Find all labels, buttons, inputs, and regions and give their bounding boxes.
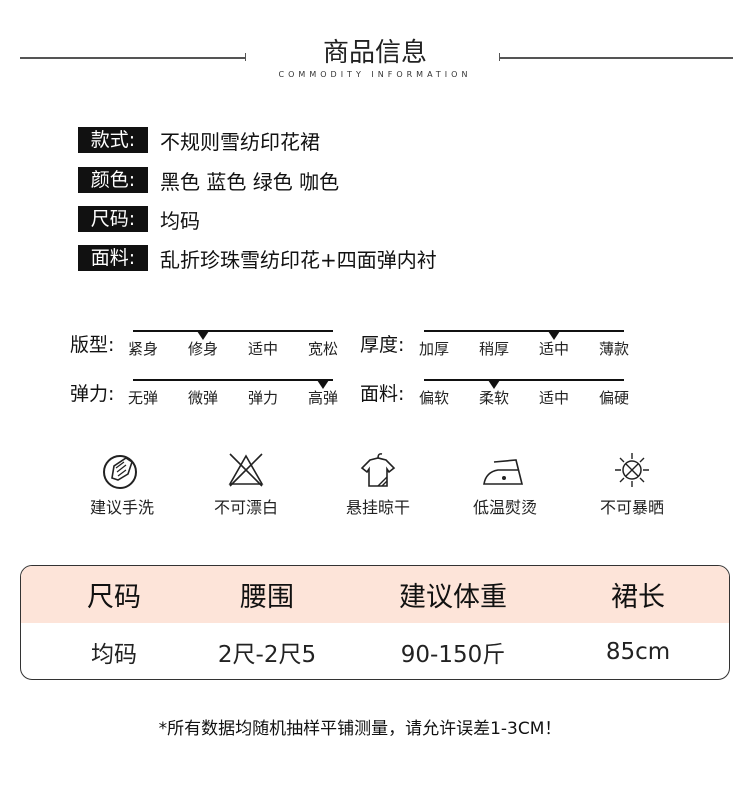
- spec-label: 款式:: [78, 127, 148, 153]
- hang-dry-icon: [360, 453, 396, 487]
- scale-label: 面料:: [360, 383, 405, 405]
- spec-value: 均码: [160, 208, 200, 233]
- scale-option: 紧身: [127, 340, 158, 358]
- care-no-sun: 不可暴晒: [572, 450, 692, 518]
- spec-value: 黑色 蓝色 绿色 咖色: [160, 169, 340, 194]
- scale-marker-icon: [488, 380, 500, 389]
- cell-weight: 90-150斤: [400, 641, 506, 668]
- spec-label: 面料:: [78, 245, 148, 271]
- no-bleach-icon: [228, 453, 264, 487]
- spec-color: 颜色: 黑色 蓝色 绿色 咖色: [78, 167, 340, 194]
- scale-line: [133, 379, 333, 381]
- table-row: 均码 2尺-2尺5 90-150斤 85cm: [21, 623, 729, 679]
- scale-line: [424, 379, 624, 381]
- spec-style: 款式: 不规则雪纺印花裙: [78, 127, 320, 154]
- scale-option: 稍厚: [478, 340, 509, 358]
- scale-option: 无弹: [127, 389, 158, 407]
- scale-option: 修身: [187, 340, 218, 358]
- cell-size: 均码: [91, 641, 137, 668]
- spec-label: 颜色:: [78, 167, 148, 193]
- scale-option: 柔软: [478, 389, 509, 407]
- cell-length: 85cm: [605, 638, 671, 665]
- scale-option: 偏软: [418, 389, 449, 407]
- scale-option: 薄款: [598, 340, 629, 358]
- care-no-bleach: 不可漂白: [186, 450, 306, 518]
- care-label: 建议手洗: [89, 498, 154, 517]
- scale-line: [424, 330, 624, 332]
- scale-option: 宽松: [307, 340, 338, 358]
- scale-line: [133, 330, 333, 332]
- measurement-note: *所有数据均随机抽样平铺测量，请允许误差1-3CM！: [158, 719, 562, 739]
- scale-marker-icon: [197, 331, 209, 340]
- scale-option: 适中: [538, 340, 569, 358]
- scale-option: 适中: [247, 340, 278, 358]
- header-length: 裙长: [611, 582, 665, 613]
- divider-left: [20, 57, 246, 59]
- page-title: 商品信息: [322, 38, 427, 68]
- scale-marker-icon: [548, 331, 560, 340]
- header-size: 尺码: [87, 582, 141, 613]
- spec-fabric: 面料: 乱折珍珠雪纺印花+四面弹内衬: [78, 245, 437, 272]
- spec-value: 不规则雪纺印花裙: [160, 129, 320, 154]
- care-low-iron: 低温熨烫: [445, 450, 565, 518]
- cell-waist: 2尺-2尺5: [217, 641, 317, 668]
- care-label: 不可暴晒: [599, 498, 664, 517]
- spec-size: 尺码: 均码: [78, 206, 200, 233]
- divider-right-end: [499, 53, 500, 61]
- scale-option: 偏硬: [598, 389, 629, 407]
- scale-option: 加厚: [418, 340, 449, 358]
- header-waist: 腰围: [240, 582, 294, 613]
- care-label: 悬挂晾干: [345, 498, 410, 517]
- spec-label: 尺码:: [78, 206, 148, 232]
- scale-label: 版型:: [70, 334, 115, 356]
- scale-label: 弹力:: [70, 383, 115, 405]
- spec-value: 乱折珍珠雪纺印花+四面弹内衬: [160, 247, 437, 272]
- scale-option: 高弹: [307, 389, 338, 407]
- header-weight: 建议体重: [399, 582, 507, 613]
- scale-option: 微弹: [187, 389, 218, 407]
- care-label: 不可漂白: [213, 498, 278, 517]
- size-table: 尺码 腰围 建议体重 裙长 均码 2尺-2尺5 90-150斤 85cm: [20, 565, 730, 680]
- page-subtitle: COMMODITY INFORMATION: [278, 70, 472, 79]
- table-header: 尺码 腰围 建议体重 裙长: [21, 566, 729, 623]
- divider-right: [499, 57, 733, 59]
- hand-wash-icon: [103, 455, 137, 489]
- divider-left-end: [245, 53, 246, 61]
- scale-label: 厚度:: [360, 334, 405, 356]
- low-iron-icon: [483, 459, 524, 485]
- scale-option: 弹力: [247, 389, 278, 407]
- no-sun-icon: [615, 453, 649, 487]
- care-label: 低温熨烫: [472, 498, 537, 517]
- care-hand-wash: 建议手洗: [62, 450, 182, 518]
- care-hang-dry: 悬挂晾干: [318, 450, 438, 518]
- scale-marker-icon: [317, 380, 329, 389]
- scale-option: 适中: [538, 389, 569, 407]
